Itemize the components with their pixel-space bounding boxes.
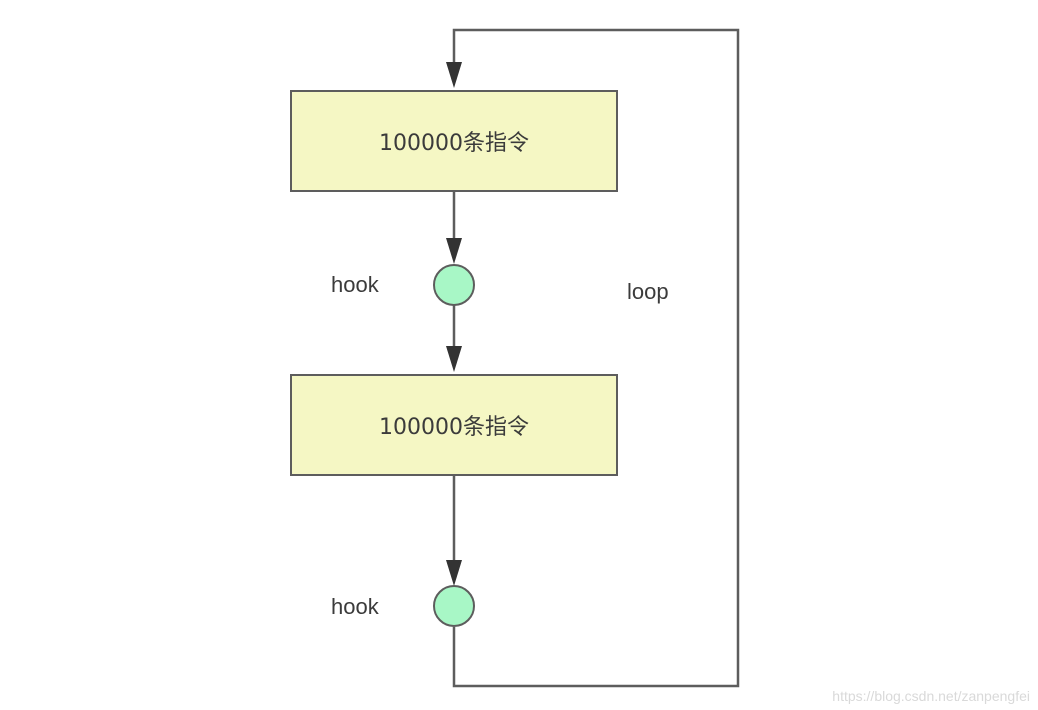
loop-label: loop xyxy=(627,279,669,304)
instruction-block-bottom: 100000条指令 xyxy=(290,374,618,476)
hook-node-top xyxy=(433,264,475,306)
hook-label-bottom: hook xyxy=(331,594,379,619)
arrowhead-into-hook-top xyxy=(446,238,462,264)
hook-label-top: hook xyxy=(331,272,379,297)
hook-node-bottom xyxy=(433,585,475,627)
instruction-block-top: 100000条指令 xyxy=(290,90,618,192)
arrowhead-into-block-bottom xyxy=(446,346,462,372)
loop-back-line xyxy=(452,28,740,688)
watermark: https://blog.csdn.net/zanpengfei xyxy=(832,688,1030,704)
arrowhead-into-hook-bottom xyxy=(446,560,462,586)
loop-arrowhead xyxy=(446,62,462,88)
